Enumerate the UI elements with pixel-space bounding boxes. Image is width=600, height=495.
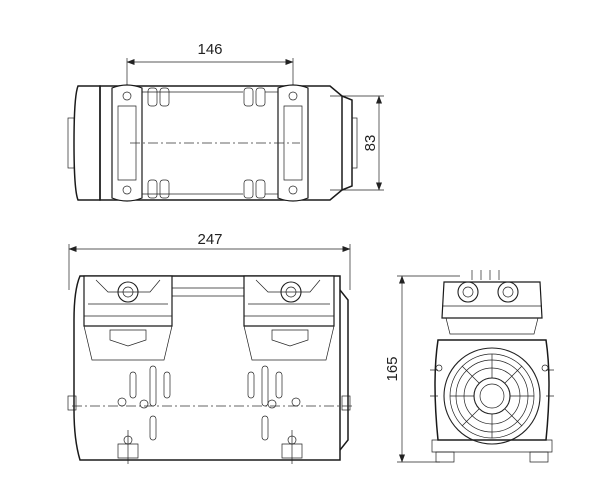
- dimension-83-label: 83: [362, 135, 379, 152]
- front-view: 247: [67, 231, 352, 464]
- dimension-165: 165: [384, 275, 460, 463]
- dimension-146-label: 146: [197, 41, 222, 58]
- top-view: 146 83: [67, 41, 384, 202]
- side-view: 165: [384, 270, 554, 463]
- dimension-247-label: 247: [197, 231, 222, 248]
- dimension-247: 247: [68, 231, 351, 290]
- dimension-83: 83: [330, 95, 384, 191]
- dimension-165-label: 165: [384, 356, 401, 381]
